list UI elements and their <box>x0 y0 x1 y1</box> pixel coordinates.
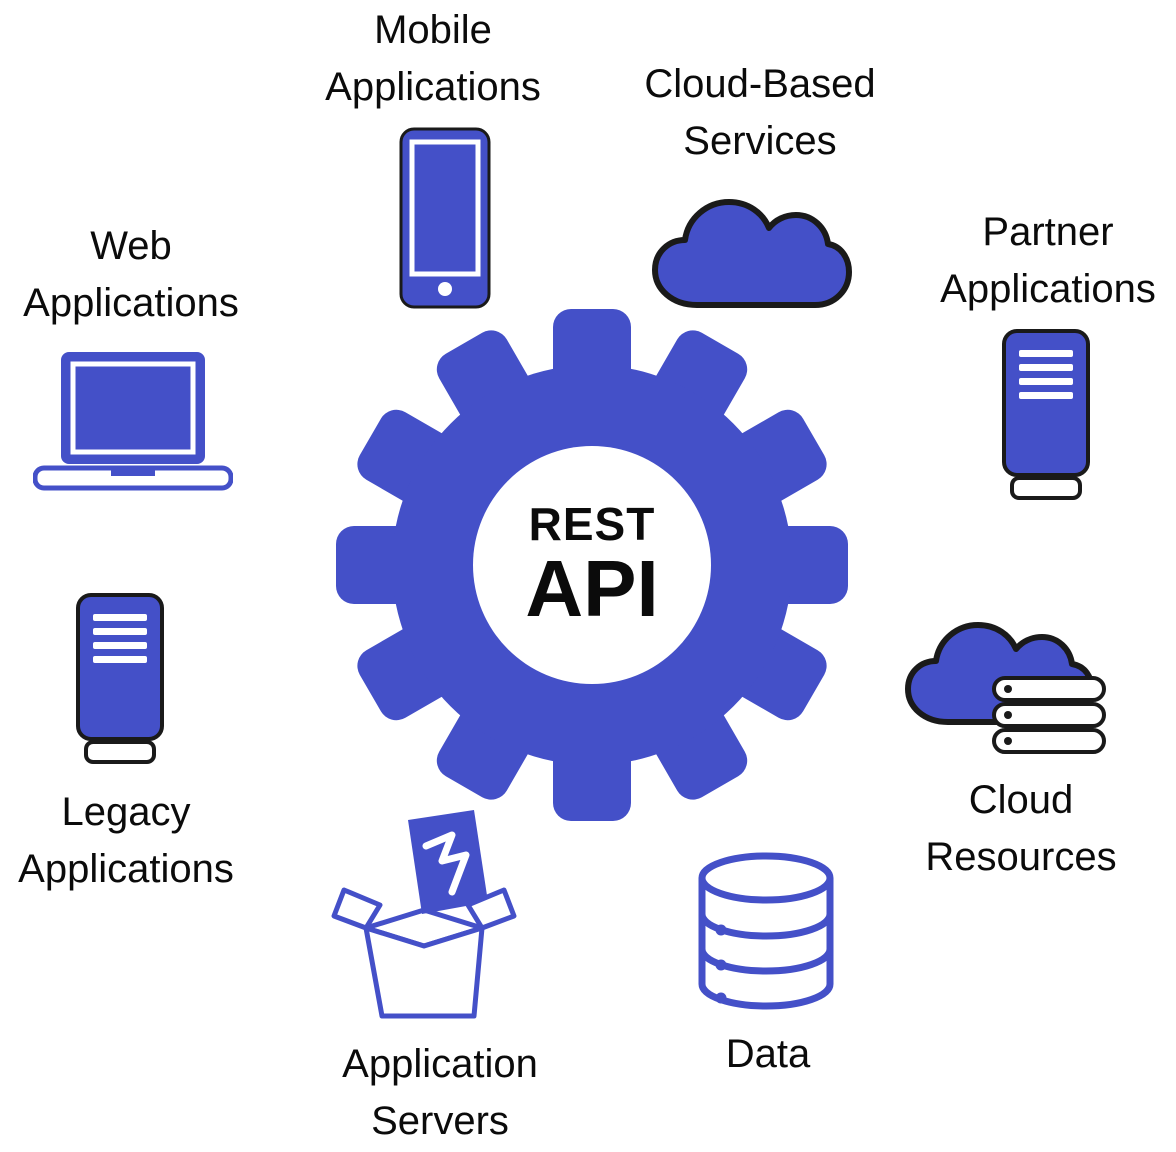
node-label-cloud-based-services: Cloud-Based Services <box>644 62 876 163</box>
node-application-servers <box>326 804 522 1022</box>
cloud-icon <box>652 199 852 308</box>
open-box-icon <box>331 810 517 1019</box>
node-label-mobile-applications: Mobile Applications <box>325 8 541 109</box>
node-label-partner-applications: Partner Applications <box>940 210 1156 311</box>
node-legacy-applications <box>74 592 166 768</box>
server-icon <box>76 593 164 764</box>
node-label-data: Data <box>725 1032 811 1076</box>
cloud-servers-icon <box>905 622 1106 754</box>
node-partner-applications <box>1000 328 1092 504</box>
gear-title-api: API <box>525 544 659 633</box>
node-label-cloud-resources: Cloud Resources <box>925 778 1117 879</box>
node-mobile-applications <box>398 126 492 310</box>
node-cloud-based-services <box>645 182 857 312</box>
gear-center: REST API <box>473 446 711 684</box>
server-icon <box>1002 329 1090 500</box>
smartphone-icon <box>399 127 491 309</box>
laptop-icon <box>33 352 233 491</box>
node-data <box>694 850 838 1016</box>
gear-title-rest: REST <box>528 498 656 550</box>
node-cloud-resources <box>898 606 1112 762</box>
node-label-application-servers: Application Servers <box>342 1042 538 1143</box>
node-label-legacy-applications: Legacy Applications <box>18 790 234 891</box>
node-web-applications <box>33 350 233 496</box>
database-icon <box>698 852 834 1010</box>
node-label-web-applications: Web Applications <box>23 224 239 325</box>
rest-api-gear: REST API <box>332 305 852 825</box>
